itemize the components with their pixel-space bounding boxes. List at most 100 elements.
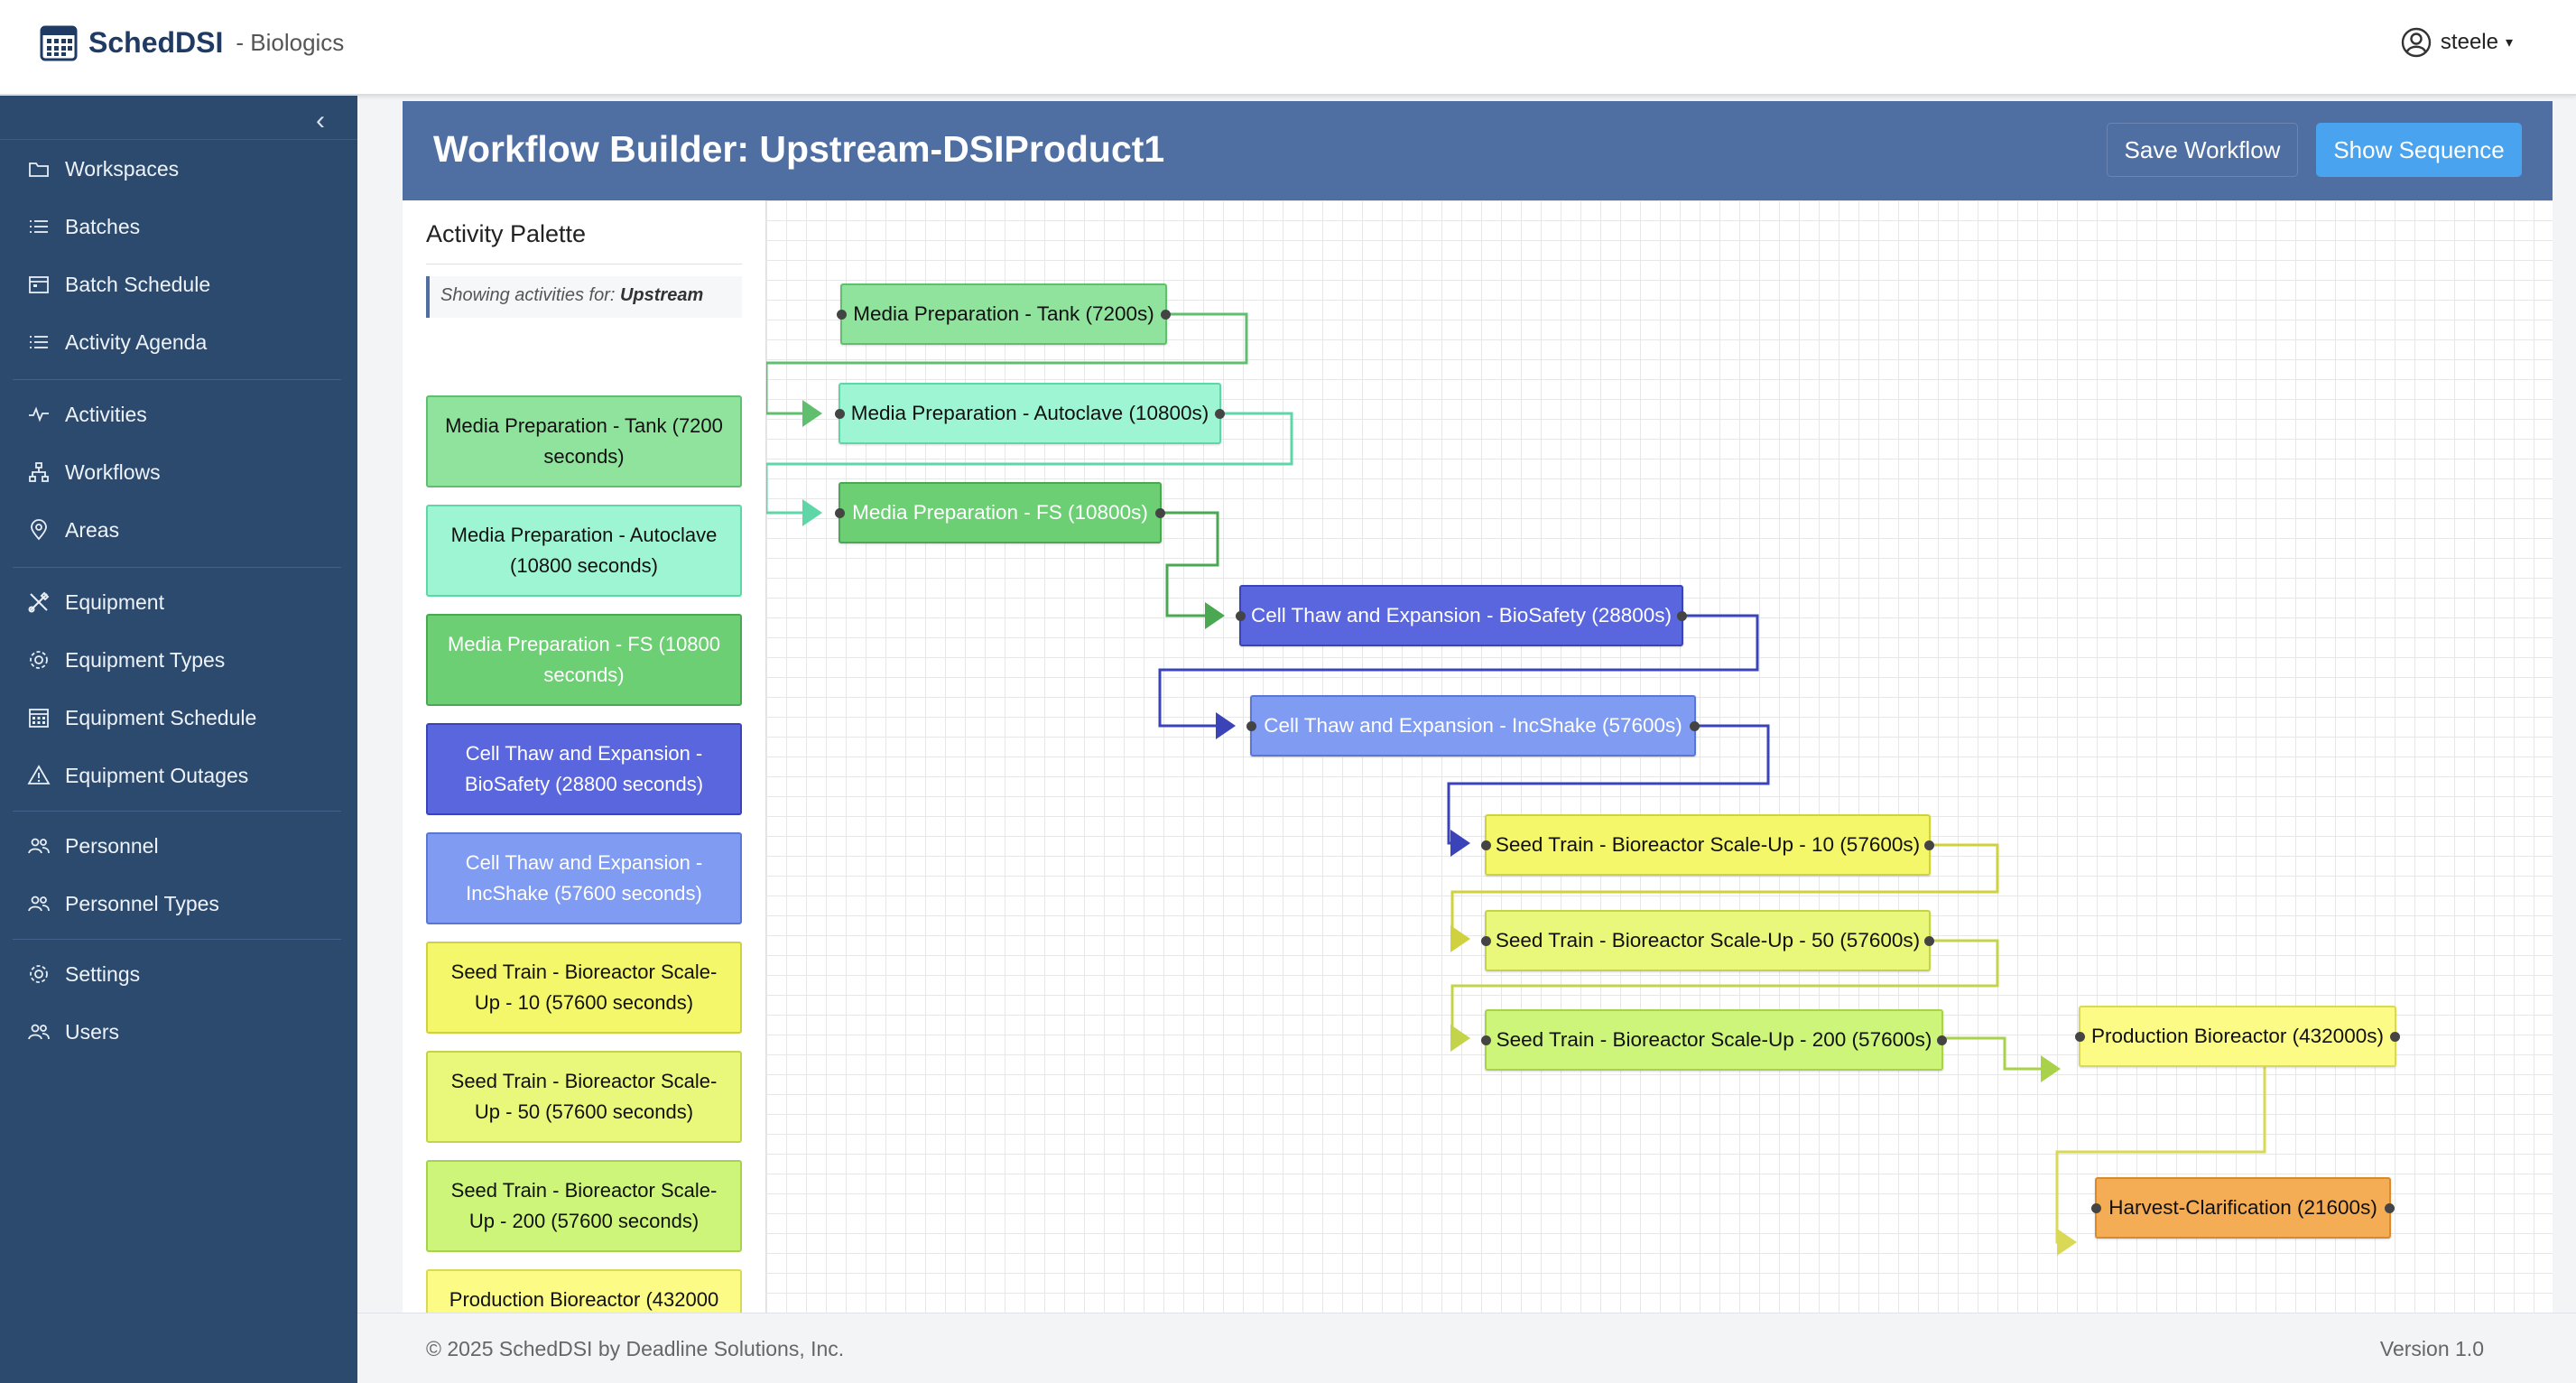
output-port[interactable] xyxy=(1215,409,1225,419)
output-port[interactable] xyxy=(1677,611,1687,621)
workflow-builder-panel: Workflow Builder: Upstream-DSIProduct1 S… xyxy=(403,101,2553,1361)
arrowhead-icon xyxy=(2057,1229,2077,1256)
sidebar-divider xyxy=(13,811,341,812)
input-port[interactable] xyxy=(835,508,845,518)
sidebar-divider xyxy=(13,939,341,940)
workflow-node[interactable]: Seed Train - Bioreactor Scale-Up - 200 (… xyxy=(1481,1009,1947,1071)
workflow-node[interactable]: Cell Thaw and Expansion - IncShake (5760… xyxy=(1246,695,1700,756)
palette-item[interactable]: Seed Train - Bioreactor Scale-Up - 10 (5… xyxy=(426,942,742,1034)
connection-line[interactable] xyxy=(1945,1036,2057,1071)
output-port[interactable] xyxy=(1924,840,1934,850)
palette-item[interactable]: Seed Train - Bioreactor Scale-Up - 50 (5… xyxy=(426,1051,742,1143)
list-icon xyxy=(30,336,48,348)
sidebar-item-personnel-types[interactable]: Personnel Types xyxy=(0,881,357,926)
workflow-node[interactable]: Seed Train - Bioreactor Scale-Up - 50 (5… xyxy=(1481,910,1934,971)
output-port[interactable] xyxy=(1155,508,1165,518)
output-port[interactable] xyxy=(1690,721,1700,731)
node-label: Cell Thaw and Expansion - BioSafety (288… xyxy=(1250,604,1673,627)
workflow-node[interactable]: Media Preparation - Autoclave (10800s) xyxy=(835,383,1225,444)
arrowhead-icon xyxy=(1450,925,1470,952)
sidebar-item-users[interactable]: Users xyxy=(0,1009,357,1054)
connection-lines xyxy=(766,312,2266,1256)
node-label: Cell Thaw and Expansion - IncShake (5760… xyxy=(1264,714,1682,737)
workflow-node[interactable]: Media Preparation - FS (10800s) xyxy=(835,482,1165,543)
output-port[interactable] xyxy=(2390,1032,2400,1042)
output-port[interactable] xyxy=(1924,936,1934,946)
palette-item[interactable]: Media Preparation - FS (10800 seconds) xyxy=(426,614,742,706)
sidebar-item-areas[interactable]: Areas xyxy=(0,507,357,552)
input-port[interactable] xyxy=(1236,611,1246,621)
sidebar-item-workspaces[interactable]: Workspaces xyxy=(0,146,357,191)
sidebar-item-batches[interactable]: Batches xyxy=(0,204,357,249)
node-label: Production Bioreactor (432000s) xyxy=(2091,1025,2384,1047)
workflow-node[interactable]: Cell Thaw and Expansion - BioSafety (288… xyxy=(1236,585,1687,646)
arrowhead-icon xyxy=(1450,830,1470,857)
connection-line[interactable] xyxy=(766,412,1293,515)
username: steele xyxy=(2440,30,2498,54)
arrowhead-icon xyxy=(1450,1025,1470,1052)
sidebar-item-equipment[interactable]: Equipment xyxy=(0,580,357,625)
node-label: Media Preparation - Tank (7200s) xyxy=(853,302,1154,325)
output-port[interactable] xyxy=(2385,1203,2395,1213)
calendar-logo-icon xyxy=(40,25,78,61)
input-port[interactable] xyxy=(1246,721,1256,731)
workflow-node[interactable]: Media Preparation - Tank (7200s) xyxy=(837,283,1171,345)
arrowhead-icon xyxy=(1216,712,1236,739)
user-circle-icon xyxy=(2401,27,2432,58)
sidebar-item-personnel[interactable]: Personnel xyxy=(0,823,357,868)
connection-line[interactable] xyxy=(1158,614,1759,728)
show-sequence-button[interactable]: Show Sequence xyxy=(2316,123,2522,177)
copyright-text: © 2025 SchedDSI by Deadline Solutions, I… xyxy=(426,1337,845,1360)
panel-header: Workflow Builder: Upstream-DSIProduct1 S… xyxy=(403,101,2553,200)
arrowhead-icon xyxy=(2041,1055,2061,1082)
sidebar-item-activities[interactable]: Activities xyxy=(0,392,357,437)
sidebar-item-equipment-types[interactable]: Equipment Types xyxy=(0,637,357,682)
gear-icon xyxy=(30,651,48,669)
connection-line[interactable] xyxy=(1163,511,1221,617)
people-icon xyxy=(28,896,50,912)
top-navbar: SchedDSI - Biologics steele ▾ xyxy=(0,0,2576,96)
sidebar-item-workflows[interactable]: Workflows xyxy=(0,450,357,495)
workflow-node[interactable]: Production Bioreactor (432000s) xyxy=(2075,1006,2400,1067)
palette-item[interactable]: Cell Thaw and Expansion - IncShake (5760… xyxy=(426,832,742,924)
workflow-node[interactable]: Harvest-Clarification (21600s) xyxy=(2091,1177,2395,1239)
arrowhead-icon xyxy=(802,499,822,526)
sidebar-item-equipment-schedule[interactable]: Equipment Schedule xyxy=(0,695,357,740)
arrowhead-icon xyxy=(802,400,822,427)
workflow-canvas[interactable]: Media Preparation - Tank (7200s) Media Pr… xyxy=(765,200,2553,1313)
node-label: Harvest-Clarification (21600s) xyxy=(2108,1196,2377,1219)
activity-palette: Activity Palette Showing activities for:… xyxy=(403,200,764,1361)
footer: © 2025 SchedDSI by Deadline Solutions, I… xyxy=(357,1313,2576,1383)
output-port[interactable] xyxy=(1937,1035,1947,1045)
input-port[interactable] xyxy=(1481,840,1491,850)
output-port[interactable] xyxy=(1161,310,1171,320)
palette-item[interactable]: Seed Train - Bioreactor Scale-Up - 200 (… xyxy=(426,1160,742,1252)
node-label: Seed Train - Bioreactor Scale-Up - 10 (5… xyxy=(1495,833,1921,856)
connection-line[interactable] xyxy=(766,312,1248,415)
page-title: Workflow Builder: Upstream-DSIProduct1 xyxy=(433,128,1165,170)
caret-down-icon: ▾ xyxy=(2505,35,2513,51)
input-port[interactable] xyxy=(1481,1035,1491,1045)
user-menu[interactable]: steele ▾ xyxy=(2401,27,2513,58)
gear-icon xyxy=(30,965,48,983)
workflow-node[interactable]: Seed Train - Bioreactor Scale-Up - 10 (5… xyxy=(1481,814,1934,876)
input-port[interactable] xyxy=(837,310,847,320)
brand[interactable]: SchedDSI - Biologics xyxy=(40,23,344,61)
input-port[interactable] xyxy=(2075,1032,2085,1042)
sidebar-divider xyxy=(13,379,341,380)
sidebar-item-settings[interactable]: Settings xyxy=(0,951,357,997)
save-workflow-button[interactable]: Save Workflow xyxy=(2107,123,2298,177)
app-subtitle: - Biologics xyxy=(236,28,345,56)
sidebar-item-equipment-outages[interactable]: Equipment Outages xyxy=(0,753,357,798)
input-port[interactable] xyxy=(2091,1203,2101,1213)
sidebar: ‹ Workspaces Batches Batch Schedule Acti… xyxy=(0,96,357,1383)
list-icon xyxy=(30,220,48,233)
sidebar-item-batch-schedule[interactable]: Batch Schedule xyxy=(0,262,357,307)
sidebar-item-activity-agenda[interactable]: Activity Agenda xyxy=(0,320,357,365)
chevron-left-icon[interactable]: ‹ xyxy=(316,106,325,135)
palette-item[interactable]: Media Preparation - Tank (7200 seconds) xyxy=(426,395,742,487)
input-port[interactable] xyxy=(835,409,845,419)
palette-item[interactable]: Cell Thaw and Expansion - BioSafety (288… xyxy=(426,723,742,815)
palette-item[interactable]: Media Preparation - Autoclave (10800 sec… xyxy=(426,505,742,597)
input-port[interactable] xyxy=(1481,936,1491,946)
